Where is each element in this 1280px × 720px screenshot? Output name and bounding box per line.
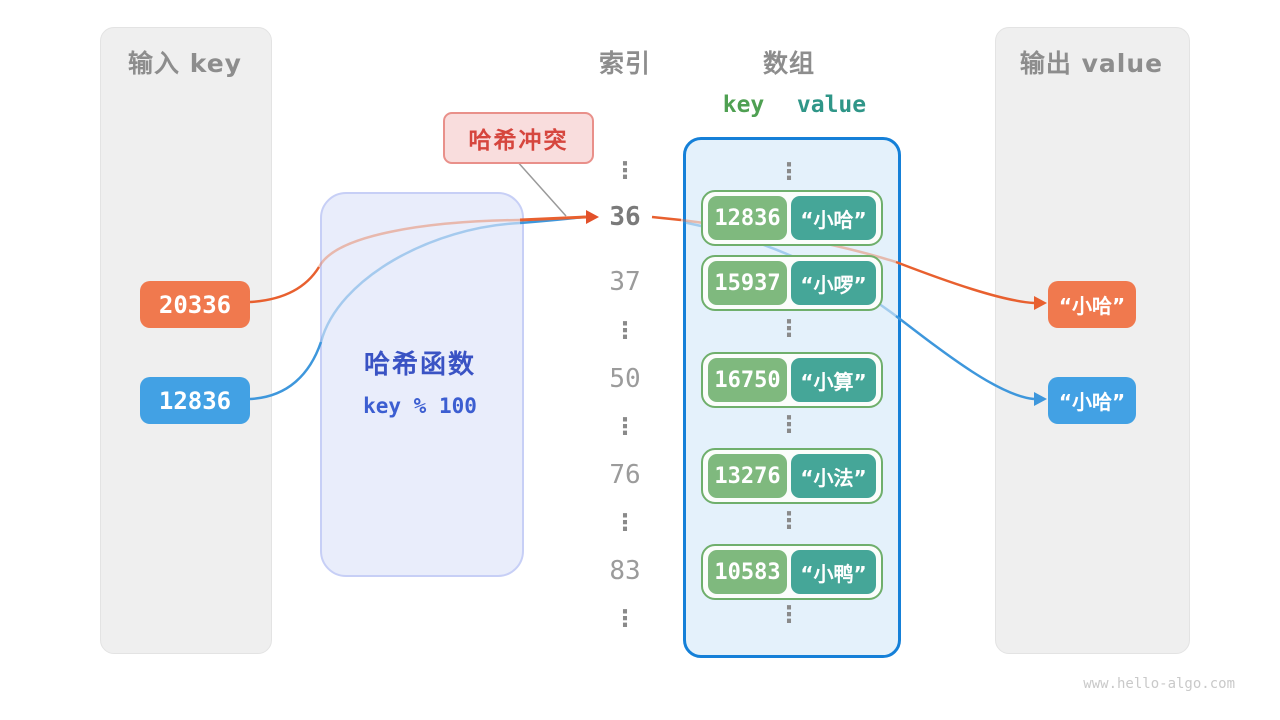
index-row-76: 76 <box>609 460 641 490</box>
pair-value: “小算” <box>791 358 876 402</box>
ellipsis: ⋮ <box>613 606 637 632</box>
watermark: www.hello-algo.com <box>1083 676 1235 692</box>
ellipsis: ⋮ <box>613 318 637 344</box>
ellipsis: ⋮ <box>777 316 801 342</box>
input-panel <box>100 27 272 654</box>
pair-value: “小哈” <box>791 196 876 240</box>
pair-row: 13276 “小法” <box>701 448 883 504</box>
array-header-value: value <box>796 92 867 118</box>
pair-value: “小法” <box>791 454 876 498</box>
blue-arrowhead-icon <box>1034 392 1047 406</box>
hash-function-box <box>320 192 524 577</box>
pair-row: 12836 “小哈” <box>701 190 883 246</box>
pair-row: 15937 “小啰” <box>701 255 883 311</box>
orange-key-curve-faded <box>317 218 521 268</box>
orange-index-stub <box>651 215 682 222</box>
ellipsis: ⋮ <box>777 159 801 185</box>
orange-arrowhead-icon <box>1034 296 1047 310</box>
output-value-box: “小哈” <box>1048 377 1136 424</box>
output-panel-title: 输出 value <box>1019 49 1164 78</box>
index-row-50: 50 <box>609 364 641 394</box>
pair-key: 12836 <box>708 196 788 240</box>
blue-key-curve <box>249 341 323 401</box>
ellipsis: ⋮ <box>777 602 801 628</box>
ellipsis: ⋮ <box>613 510 637 536</box>
pair-value: “小啰” <box>791 261 876 305</box>
pair-row: 16750 “小算” <box>701 352 883 408</box>
collision-pointer-line <box>515 159 567 217</box>
pair-key: 15937 <box>708 261 788 305</box>
hash-function-title: 哈希函数 <box>363 350 476 380</box>
collision-label: 哈希冲突 <box>443 112 594 164</box>
array-title: 数组 <box>762 49 815 78</box>
ellipsis: ⋮ <box>777 412 801 438</box>
output-panel <box>995 27 1190 654</box>
orange-key-curve <box>249 266 321 304</box>
blue-key-curve-faded <box>319 221 521 343</box>
ellipsis: ⋮ <box>777 508 801 534</box>
ellipsis: ⋮ <box>613 414 637 440</box>
blue-output-curve <box>895 315 1035 401</box>
ellipsis: ⋮ <box>613 158 637 184</box>
orange-output-curve <box>895 260 1035 305</box>
array-header-key: key <box>722 92 765 118</box>
pair-value: “小鸭” <box>791 550 876 594</box>
pair-key: 10583 <box>708 550 788 594</box>
collision-arrowhead-icon <box>586 210 599 224</box>
output-value-box: “小哈” <box>1048 281 1136 328</box>
index-row-36: 36 <box>609 202 641 232</box>
index-row-37: 37 <box>609 267 641 297</box>
pair-key: 16750 <box>708 358 788 402</box>
pair-row: 10583 “小鸭” <box>701 544 883 600</box>
index-row-83: 83 <box>609 556 641 586</box>
hash-function-formula: key % 100 <box>363 394 477 418</box>
orange-merge-curve <box>519 215 587 222</box>
input-panel-title: 输入 key <box>128 49 242 78</box>
input-key-box: 12836 <box>140 377 250 424</box>
index-column-title: 索引 <box>598 49 651 78</box>
input-key-box: 20336 <box>140 281 250 328</box>
pair-key: 13276 <box>708 454 788 498</box>
